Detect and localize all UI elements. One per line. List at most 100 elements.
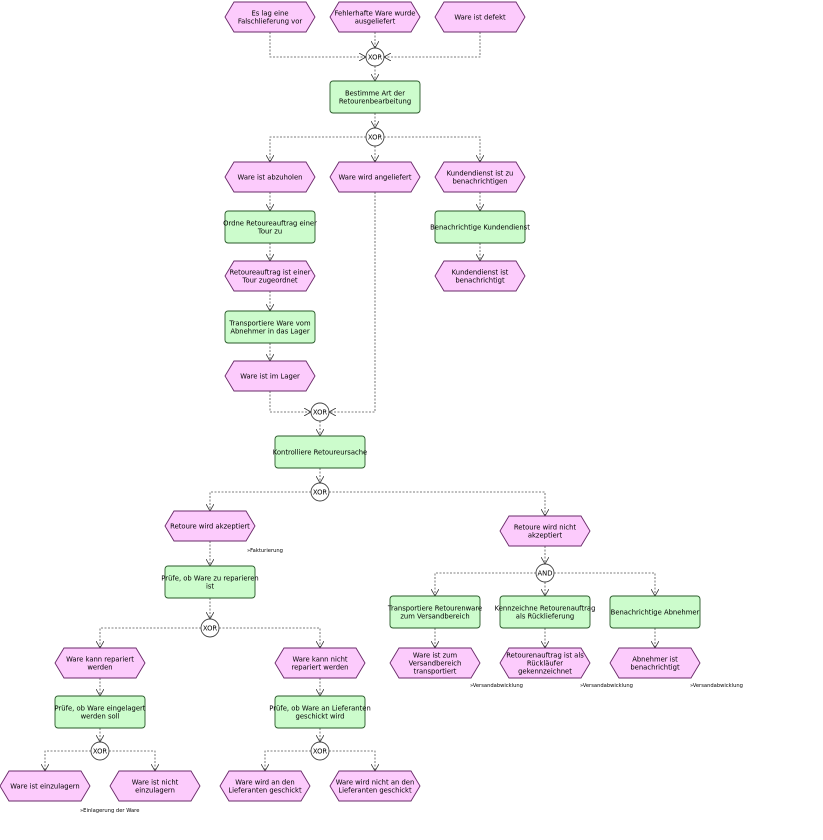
function-label-line: Transportiere Retourenware bbox=[387, 604, 482, 612]
connector-circle bbox=[200, 618, 220, 638]
event-e17: Ware ist einzulagern bbox=[0, 770, 91, 802]
event-label-line: transportiert bbox=[414, 667, 457, 675]
event-label-line: Ware kann repariert bbox=[66, 655, 134, 663]
flow-edge bbox=[265, 750, 311, 771]
event-e4: Ware ist abzuholen bbox=[224, 161, 316, 193]
event-label-line: Fehlerhafte Ware wurde bbox=[334, 9, 415, 17]
connector-circle bbox=[365, 47, 385, 67]
event-label-line: Retourenauftrag ist als bbox=[506, 651, 584, 659]
event-shape bbox=[224, 1, 316, 33]
event-label-line: akzeptiert bbox=[528, 531, 563, 539]
event-e9: Ware ist im Lager bbox=[224, 360, 316, 392]
function-label-line: Benachrichtige Kundendienst bbox=[430, 223, 530, 231]
event-shape bbox=[434, 260, 526, 292]
function-shape bbox=[389, 595, 481, 629]
process-link-p3[interactable]: »Versandabwicklung bbox=[580, 683, 633, 689]
function-shape bbox=[499, 595, 591, 629]
event-label-line: Ware wird nicht an den bbox=[336, 778, 415, 786]
flow-edge bbox=[384, 32, 481, 57]
connector-label: AND bbox=[538, 569, 553, 577]
event-shape bbox=[224, 360, 316, 392]
function-shape bbox=[274, 695, 366, 729]
flow-edge bbox=[554, 572, 655, 596]
function-shape bbox=[434, 210, 526, 244]
function-label-line: geschickt wird bbox=[296, 712, 345, 720]
event-label-line: benachrichtigt bbox=[630, 663, 680, 671]
connector-label: XOR bbox=[313, 408, 328, 416]
process-link-p2[interactable]: »Versandabwicklung bbox=[470, 683, 523, 689]
connector-circle bbox=[310, 402, 330, 422]
event-label-line: einzulagern bbox=[135, 786, 175, 794]
flow-edge bbox=[329, 750, 375, 771]
event-label-line: Kundendienst ist zu bbox=[447, 169, 514, 177]
event-shape bbox=[434, 161, 526, 193]
connector-c6: XOR bbox=[200, 618, 220, 638]
event-label-line: Versandbereich bbox=[409, 659, 462, 667]
flow-edge bbox=[210, 491, 311, 511]
event-label-line: Retoureauftrag ist einer bbox=[229, 268, 310, 276]
event-label-line: Ware wird an den bbox=[235, 778, 294, 786]
event-label-line: Ware ist abzuholen bbox=[238, 173, 303, 181]
flow-edge bbox=[45, 750, 91, 771]
connector-label: XOR bbox=[313, 488, 328, 496]
function-label-line: Kennzeichne Retourenauftrag bbox=[495, 604, 596, 612]
function-shape bbox=[164, 565, 256, 599]
function-label-line: Kontrolliere Retoureursache bbox=[273, 448, 367, 456]
function-label-line: Transportiere Ware vom bbox=[228, 319, 311, 327]
connector-c5: AND bbox=[535, 563, 555, 583]
event-label-line: Kundendienst ist bbox=[452, 268, 509, 276]
function-label-line: Prüfe, ob Ware zu reparieren bbox=[161, 574, 258, 582]
event-label-line: Ware ist einzulagern bbox=[10, 782, 79, 790]
connector-c1: XOR bbox=[365, 47, 385, 67]
function-label-line: Bestimme Art der bbox=[345, 89, 405, 97]
event-shape bbox=[389, 647, 481, 679]
flow-edge bbox=[384, 136, 480, 162]
function-label-line: Retourenbearbeitung bbox=[339, 97, 411, 105]
function-f3: Benachrichtige Kundendienst bbox=[430, 210, 530, 244]
event-shape bbox=[224, 161, 316, 193]
function-shape bbox=[224, 310, 316, 344]
event-shape bbox=[109, 770, 201, 802]
flow-edge bbox=[219, 627, 320, 648]
event-shape bbox=[219, 770, 311, 802]
event-label-line: Es lag eine bbox=[251, 9, 288, 17]
flow-edge bbox=[100, 627, 201, 648]
connector-label: XOR bbox=[203, 624, 218, 632]
event-label-line: Lieferanten geschickt bbox=[228, 786, 302, 794]
process-link-p1[interactable]: »Fakturierung bbox=[247, 548, 283, 554]
function-label-line: als Rücklieferung bbox=[516, 612, 574, 620]
function-label-line: Tour zu bbox=[257, 227, 282, 235]
connector-label: XOR bbox=[93, 747, 108, 755]
flow-edge bbox=[435, 572, 536, 596]
process-link-p5[interactable]: »Einlagerung der Ware bbox=[80, 808, 139, 814]
event-label-line: Lieferanten geschickt bbox=[338, 786, 412, 794]
event-label-line: Ware ist defekt bbox=[454, 13, 506, 21]
event-label-line: Abnehmer ist bbox=[632, 655, 678, 663]
event-shape bbox=[499, 647, 591, 679]
function-label-line: werden soll bbox=[81, 712, 120, 720]
event-label-line: benachrichtigt bbox=[455, 276, 505, 284]
event-shape bbox=[54, 647, 146, 679]
process-link-p4[interactable]: »Versandabwicklung bbox=[690, 683, 743, 689]
event-label-line: Ware wird angeliefert bbox=[339, 173, 412, 181]
event-e10: Retoure wird akzeptiert bbox=[164, 510, 256, 542]
event-e5: Ware wird angeliefert bbox=[329, 161, 421, 193]
event-label-line: Ware ist zum bbox=[413, 651, 458, 659]
function-f9: Benachrichtige Abnehmer bbox=[609, 595, 701, 629]
event-label-line: repariert werden bbox=[291, 663, 348, 671]
connector-c4: XOR bbox=[310, 482, 330, 502]
